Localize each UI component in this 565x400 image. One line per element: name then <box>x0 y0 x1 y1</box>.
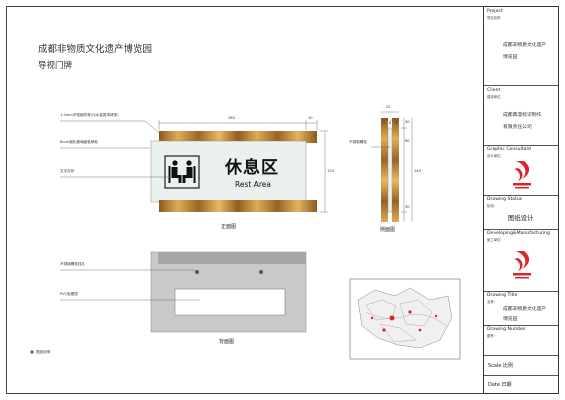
dim-front-right: 10 <box>308 116 313 120</box>
tb-dtitle-label: Drawing Title <box>487 293 518 298</box>
dim-side-part-1: 12 <box>381 121 386 125</box>
drawing-title: 成都非物质文化遗产博览园 <box>38 44 153 55</box>
front-view <box>60 120 328 213</box>
dim-side-mid: 80 <box>405 139 410 143</box>
dim-side-total: 25 <box>386 105 391 109</box>
dim-side-part-3: 5 <box>395 121 398 125</box>
tb-project-value-1: 成都非物质文化遗产 <box>503 43 547 48</box>
callout-back-holes: 不锈钢螺栓挂孔 <box>60 262 86 266</box>
drawing-subtitle: 导视门牌 <box>38 61 73 71</box>
tb-scale-label: Scale 比例 <box>488 363 514 369</box>
tb-status-label: Drawing Status <box>487 197 523 202</box>
side-glass <box>387 127 393 213</box>
legend-dot <box>30 350 34 354</box>
site-map-thumbnail <box>349 278 461 360</box>
back-hanging-hole-right <box>259 270 263 274</box>
rest-area-pictogram-box <box>164 155 200 189</box>
back-wood-frame <box>158 252 306 264</box>
dim-side-top: 30 <box>405 120 410 124</box>
tb-client-value-1: 成都典漫标识制作 <box>503 113 542 118</box>
callout-side-bolt: 不锈钢螺栓 <box>349 140 367 144</box>
side-wood-right <box>392 118 399 222</box>
tb-client-sub: 建设单位 <box>487 95 501 99</box>
tb-project-label: Project <box>487 9 503 14</box>
manufacturer-logo-icon <box>513 251 531 279</box>
tb-date-label: Date 日期 <box>488 382 512 388</box>
tb-status-value: 图纸设计 <box>508 214 534 222</box>
back-white-slot <box>174 288 286 316</box>
tb-dtitle-sub: 名称: <box>487 300 495 304</box>
dim-side-bottom: 30 <box>405 205 410 209</box>
callout-back-pvc: PVC板基层 <box>60 292 78 296</box>
tb-dtitle-value-2: 博览园 <box>503 317 518 322</box>
side-view <box>371 111 413 222</box>
sign-english-text: Rest Area <box>235 180 271 189</box>
dim-front-height: 120 <box>327 169 334 173</box>
caption-back-view: 背面图 <box>219 339 235 345</box>
tb-client-value-2: 有限责任公司 <box>503 125 532 130</box>
back-view <box>60 251 307 333</box>
legend-note: 图纸说明 <box>36 350 51 354</box>
callout-steel-fold: 1.5mm不锈钢折弯(污水金属漆烤漆) <box>60 113 119 117</box>
rest-people-icon <box>168 160 196 183</box>
tb-project-sub: 项目名称 <box>487 16 501 20</box>
dim-side-part-2: 8 <box>389 121 392 125</box>
title-block: Project 项目名称 成都非物质文化遗产 博览园 Client 建设单位 成… <box>483 6 559 394</box>
tb-client-label: Client <box>487 88 501 93</box>
dim-side-total-height: 140 <box>414 169 421 173</box>
caption-side-view: 侧面图 <box>380 227 396 233</box>
tb-dev-sub: 施工单位: <box>487 238 502 242</box>
tb-dtitle-value-1: 成都非物质文化遗产 <box>503 307 547 312</box>
sign-chinese-text: 休息区 <box>225 158 279 178</box>
side-wood-left <box>381 118 388 222</box>
dim-front-width: 280 <box>228 116 235 120</box>
front-bottom-wood-band <box>159 200 317 212</box>
tb-consultant-label: Graphic Consultant <box>487 147 532 152</box>
consultant-logo-icon <box>513 161 531 189</box>
tb-project-value-2: 博览园 <box>503 55 518 60</box>
tb-dnum-sub: 图号: <box>487 334 495 338</box>
tb-dnum-label: Drawing Number <box>487 327 527 332</box>
callout-text-print: 文字丝印 <box>60 169 75 173</box>
tb-consultant-sub: 设计单位: <box>487 154 502 158</box>
callout-glass-panel: 8mm钢化玻璃面板喷砂 <box>60 140 99 144</box>
tb-status-sub: 阶段: <box>487 204 495 208</box>
back-hanging-hole-left <box>195 270 199 274</box>
tb-dev-label: Developing&Manufacturing <box>487 231 550 236</box>
front-top-wood-band <box>159 131 317 143</box>
caption-front-view: 正面图 <box>221 224 237 230</box>
